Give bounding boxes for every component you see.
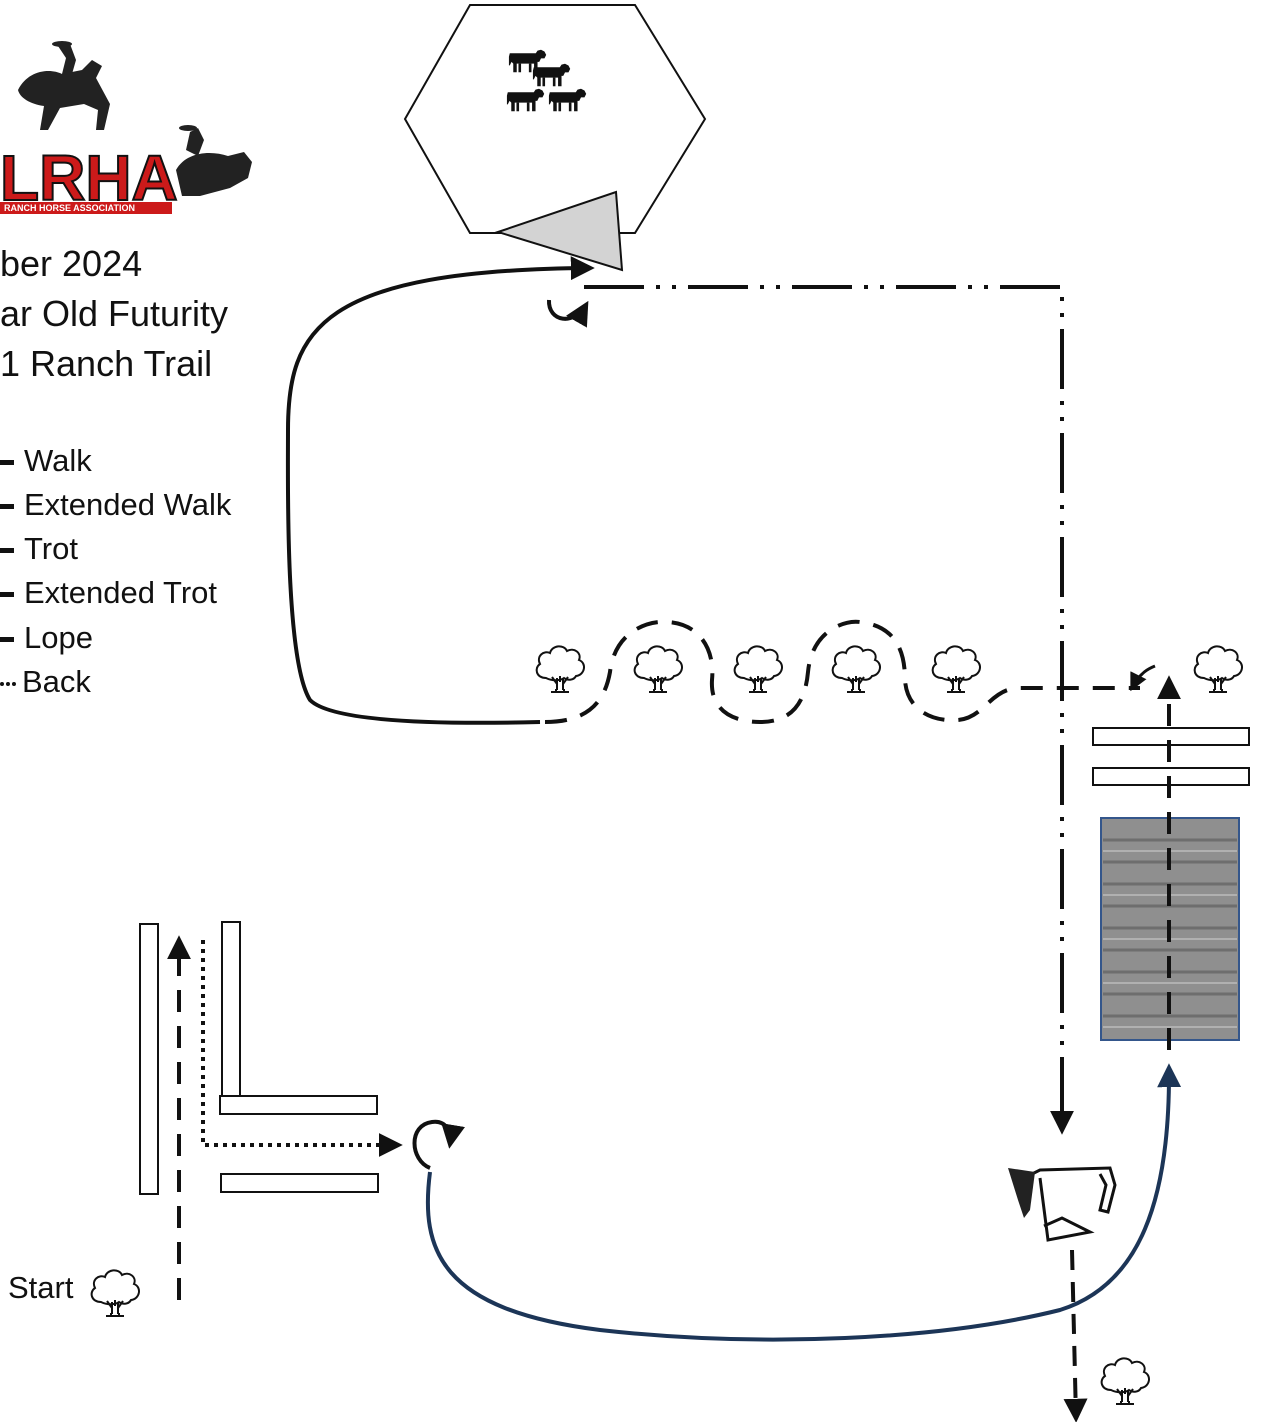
legend-extended-walk: Extended Walk: [0, 487, 231, 523]
title-class: ar Old Futurity: [0, 294, 228, 334]
legend-back: Back: [0, 664, 91, 700]
tree-icon: [537, 646, 584, 692]
tree-icon: [92, 1270, 139, 1316]
exit-path: [1072, 1250, 1076, 1418]
tree-icon: [635, 646, 682, 692]
legend-lope: Lope: [0, 620, 93, 656]
tree-icon: [933, 646, 980, 692]
turn-arrow-icon: [549, 300, 586, 319]
legend-walk: Walk: [0, 443, 92, 479]
title-pattern: 1 Ranch Trail: [0, 344, 212, 384]
back-through-obstacle: [140, 922, 378, 1194]
tree-icon: [1102, 1358, 1149, 1404]
serpentine-trees: [537, 646, 1242, 692]
logo-subtitle: RANCH HORSE ASSOCIATION: [4, 203, 135, 213]
tree-icon: [735, 646, 782, 692]
tree-icon: [833, 646, 880, 692]
roping-dummy-icon: [1008, 1168, 1115, 1240]
tree-icon: [1195, 646, 1242, 692]
lrha-logo: LRHA RANCH HORSE ASSOCIATION: [0, 41, 252, 214]
title-date: ber 2024: [0, 244, 142, 284]
turn-arrow-icon: [415, 1122, 451, 1168]
extended-walk-path: [584, 287, 1062, 1130]
legend-extended-trot: Extended Trot: [0, 575, 217, 611]
start-label: Start: [8, 1270, 73, 1306]
cattle-pen: [405, 5, 705, 270]
legend-trot: Trot: [0, 531, 78, 567]
turn-arrow-icon: [1132, 666, 1155, 688]
lope-navy-path: [428, 1068, 1169, 1340]
